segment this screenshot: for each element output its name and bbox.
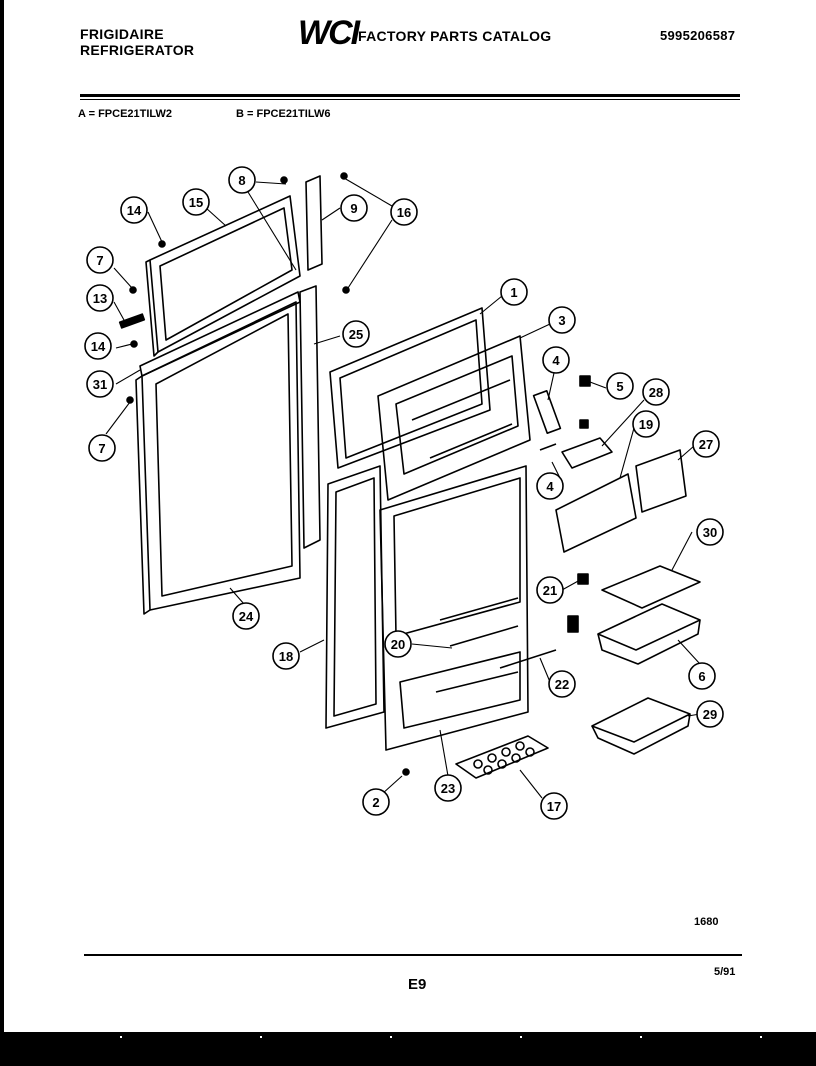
callout-4b: 4 bbox=[546, 479, 554, 494]
fresh-food-gasket bbox=[325, 465, 385, 729]
callout-20: 20 bbox=[391, 637, 405, 652]
catalog-title: FACTORY PARTS CATALOG bbox=[358, 28, 552, 44]
bin-6 bbox=[597, 603, 701, 665]
scan-edge-left bbox=[0, 0, 4, 1066]
product-type: REFRIGERATOR bbox=[80, 42, 195, 58]
door-rail-upper bbox=[449, 625, 519, 647]
model-a: A = FPCE21TILW2 bbox=[78, 108, 173, 120]
callout-1: 1 bbox=[510, 285, 517, 300]
fresh-food-door-frame bbox=[135, 301, 301, 615]
callout-labels: 1 2 3 4 4 5 6 7 7 8 9 13 14 14 15 16 17 … bbox=[91, 173, 717, 814]
shelf-30 bbox=[601, 565, 701, 609]
callout-25: 25 bbox=[349, 327, 363, 342]
revision-date: 5/91 bbox=[714, 966, 736, 978]
callout-2: 2 bbox=[372, 795, 379, 810]
callout-18: 18 bbox=[279, 649, 293, 664]
callout-23: 23 bbox=[441, 781, 455, 796]
callout-16: 16 bbox=[397, 205, 411, 220]
callout-8: 8 bbox=[238, 173, 245, 188]
footer-rule bbox=[84, 954, 742, 956]
butter-tray-lid bbox=[561, 437, 613, 469]
callout-22: 22 bbox=[555, 677, 569, 692]
callout-30: 30 bbox=[703, 525, 717, 540]
callout-14b: 14 bbox=[91, 339, 106, 354]
callout-28: 28 bbox=[649, 385, 663, 400]
brand-block: FRIGIDAIRE REFRIGERATOR bbox=[80, 26, 194, 58]
brand-name: FRIGIDAIRE bbox=[80, 26, 164, 42]
fresh-food-liner bbox=[379, 443, 557, 751]
callout-7a: 7 bbox=[96, 253, 103, 268]
figure-code: 1680 bbox=[694, 916, 719, 928]
callout-19: 19 bbox=[639, 417, 653, 432]
dairy-compartment-door bbox=[555, 473, 637, 553]
callout-4a: 4 bbox=[552, 353, 560, 368]
callout-7b: 7 bbox=[98, 441, 105, 456]
callout-31: 31 bbox=[93, 377, 107, 392]
callout-5: 5 bbox=[616, 379, 623, 394]
scan-edge-bottom bbox=[0, 1032, 816, 1066]
callout-27: 27 bbox=[699, 437, 713, 452]
callout-21: 21 bbox=[543, 583, 557, 598]
door-rail-lower bbox=[499, 649, 557, 669]
catalog-part-number: 5995206587 bbox=[660, 28, 736, 43]
egg-tray bbox=[455, 735, 549, 779]
callout-17: 17 bbox=[547, 799, 561, 814]
callout-29: 29 bbox=[703, 707, 717, 722]
leader-lines bbox=[105, 177, 701, 799]
callout-24: 24 bbox=[239, 609, 254, 624]
callout-circles bbox=[84, 166, 724, 820]
wci-logo: WCI bbox=[298, 14, 360, 52]
header-rule bbox=[80, 94, 740, 97]
callout-3: 3 bbox=[558, 313, 565, 328]
divider-strip bbox=[139, 291, 301, 377]
header-rule-thin bbox=[80, 99, 740, 100]
callout-14a: 14 bbox=[127, 203, 142, 218]
door-bin-27 bbox=[635, 449, 687, 513]
callout-6: 6 bbox=[698, 669, 705, 684]
small-hardware bbox=[118, 172, 591, 776]
callout-13: 13 bbox=[93, 291, 107, 306]
trim-strip-lower bbox=[299, 285, 321, 549]
callout-9: 9 bbox=[350, 201, 357, 216]
page-number: E9 bbox=[408, 976, 427, 993]
freezer-liner bbox=[377, 335, 562, 501]
bin-29 bbox=[591, 697, 691, 755]
trim-strip-upper bbox=[305, 175, 323, 271]
model-b: B = FPCE21TILW6 bbox=[236, 108, 331, 120]
freezer-gasket bbox=[329, 307, 491, 469]
freezer-door-frame bbox=[145, 195, 301, 357]
callout-15: 15 bbox=[189, 195, 203, 210]
